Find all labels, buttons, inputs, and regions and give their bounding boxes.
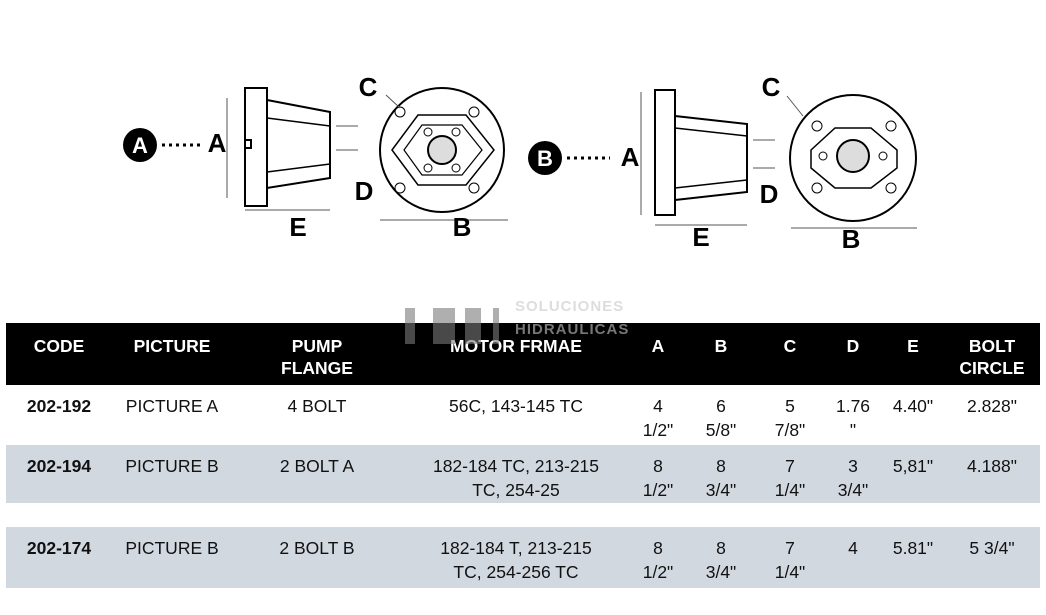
header-pump-flange-line2: FLANGE xyxy=(281,358,353,378)
cell-a-line2: 1/2" xyxy=(642,420,674,440)
cell-b: 6 5/8" xyxy=(686,385,756,445)
cell-d: 1.76 " xyxy=(824,385,882,445)
cell-d-line1: 1.76 xyxy=(835,396,871,416)
dim-label-d: D xyxy=(355,176,374,206)
header-c: C xyxy=(783,336,797,356)
cell-e: 5.81" xyxy=(892,538,934,558)
header-pump-flange-line1: PUMP xyxy=(291,336,343,356)
cell-a-line1: 8 xyxy=(653,456,663,476)
cell-c-line2: 1/4" xyxy=(774,562,806,582)
cell-picture: PICTURE B xyxy=(125,456,219,476)
cell-a: 8 1/2" xyxy=(630,445,686,503)
badge-b-letter: B xyxy=(537,146,553,171)
cell-c-line1: 7 xyxy=(785,538,795,558)
header-a: A xyxy=(651,336,665,356)
dim-label-a-b: A xyxy=(621,142,640,172)
cell-c: 5 7/8" xyxy=(756,385,824,445)
cell-c-line2: 7/8" xyxy=(774,420,806,440)
header-bolt-circle-line2: CIRCLE xyxy=(959,358,1025,378)
cell-bolt-circle: 4.188" xyxy=(966,456,1017,476)
cell-a-line2: 1/2" xyxy=(642,562,674,582)
cell-d-line1: 4 xyxy=(848,538,858,558)
cell-b-line2: 3/4" xyxy=(705,480,737,500)
header-d: D xyxy=(846,336,860,356)
cell-c-line2: 1/4" xyxy=(774,480,806,500)
dim-label-c: C xyxy=(359,72,378,102)
cell-bolt-circle: 2.828" xyxy=(966,396,1017,416)
dim-label-e: E xyxy=(289,212,306,242)
cell-e: 4.40" xyxy=(892,396,934,416)
cell-picture: PICTURE B xyxy=(125,538,219,558)
picture-b-drawing: B A D E C B xyxy=(528,72,917,254)
cell-code: 202-192 xyxy=(26,396,92,416)
flange-plate-b xyxy=(654,89,676,216)
cell-d-line1: 3 xyxy=(848,456,858,476)
badge-b-circle xyxy=(528,141,562,175)
dim-label-a: A xyxy=(208,128,227,158)
cell-b-line2: 5/8" xyxy=(705,420,737,440)
table-row: 202-192 PICTURE A 4 BOLT 56C, 143-145 TC… xyxy=(6,385,1040,445)
cell-c-line1: 7 xyxy=(785,456,795,476)
cell-pump-flange: 2 BOLT A xyxy=(279,456,355,476)
cell-d: 3 3/4" xyxy=(824,445,882,503)
cell-motor-line1: 182-184 T, 213-215 xyxy=(440,538,592,558)
cell-motor-line1: 56C, 143-145 TC xyxy=(449,396,583,416)
badge-a-circle xyxy=(123,128,157,162)
header-b: B xyxy=(714,336,728,356)
header-bolt-circle-line1: BOLT xyxy=(968,336,1016,356)
cell-motor-line2: TC, 254-256 TC xyxy=(453,562,579,582)
pump-body-a xyxy=(266,98,331,190)
cell-b-line2: 3/4" xyxy=(705,562,737,582)
flange-diagram: A A D E C B B A xyxy=(123,72,917,254)
table-row: 202-174 PICTURE B 2 BOLT B 182-184 T, 21… xyxy=(6,527,1040,588)
cell-c-line1: 5 xyxy=(785,396,795,416)
cell-d-line2: 3/4" xyxy=(837,480,869,500)
badge-a-letter: A xyxy=(132,133,148,158)
dim-label-e-b: E xyxy=(692,222,709,252)
cell-motor-line2: TC, 254-25 xyxy=(472,480,560,500)
cell-pump-flange: 4 BOLT xyxy=(287,396,347,416)
cell-b: 8 3/4" xyxy=(686,445,756,503)
cell-b-line1: 8 xyxy=(716,456,726,476)
row-spacer xyxy=(6,503,1040,527)
cell-c: 7 1/4" xyxy=(756,445,824,503)
cell-e: 5,81" xyxy=(892,456,934,476)
cell-motor-frame: 56C, 143-145 TC xyxy=(402,385,630,445)
header-motor-frame: MOTOR FRMAE xyxy=(450,336,582,356)
cell-bolt-circle: 5 3/4" xyxy=(969,538,1015,558)
picture-a-drawing: A A D E C B xyxy=(123,72,508,242)
cell-b: 8 3/4" xyxy=(686,527,756,588)
header-e: E xyxy=(907,336,919,356)
cell-b-line1: 6 xyxy=(716,396,726,416)
cell-c: 7 1/4" xyxy=(756,527,824,588)
pump-body-b xyxy=(674,114,748,202)
cell-a: 8 1/2" xyxy=(630,527,686,588)
header-picture: PICTURE xyxy=(133,336,211,356)
watermark-text-line1: SOLUCIONES xyxy=(515,298,625,315)
cell-b-line1: 8 xyxy=(716,538,726,558)
dim-label-b-b: B xyxy=(842,224,861,254)
cell-a: 4 1/2" xyxy=(630,385,686,445)
cell-a-line1: 8 xyxy=(653,538,663,558)
cell-a-line2: 1/2" xyxy=(642,480,674,500)
cell-pump-flange: 2 BOLT B xyxy=(279,538,355,558)
cell-a-line1: 4 xyxy=(653,396,663,416)
cell-d: 4 xyxy=(824,527,882,588)
cell-d-line2: " xyxy=(849,420,857,440)
table-row: 202-194 PICTURE B 2 BOLT A 182-184 TC, 2… xyxy=(6,445,1040,503)
cell-picture: PICTURE A xyxy=(125,396,219,416)
cell-motor-line1: 182-184 TC, 213-215 xyxy=(432,456,600,476)
header-code: CODE xyxy=(33,336,85,356)
dim-label-d-b: D xyxy=(760,179,779,209)
dim-label-b: B xyxy=(453,212,472,242)
dim-label-c-b: C xyxy=(762,72,781,102)
cell-code: 202-174 xyxy=(26,538,92,558)
cell-code: 202-194 xyxy=(26,456,92,476)
